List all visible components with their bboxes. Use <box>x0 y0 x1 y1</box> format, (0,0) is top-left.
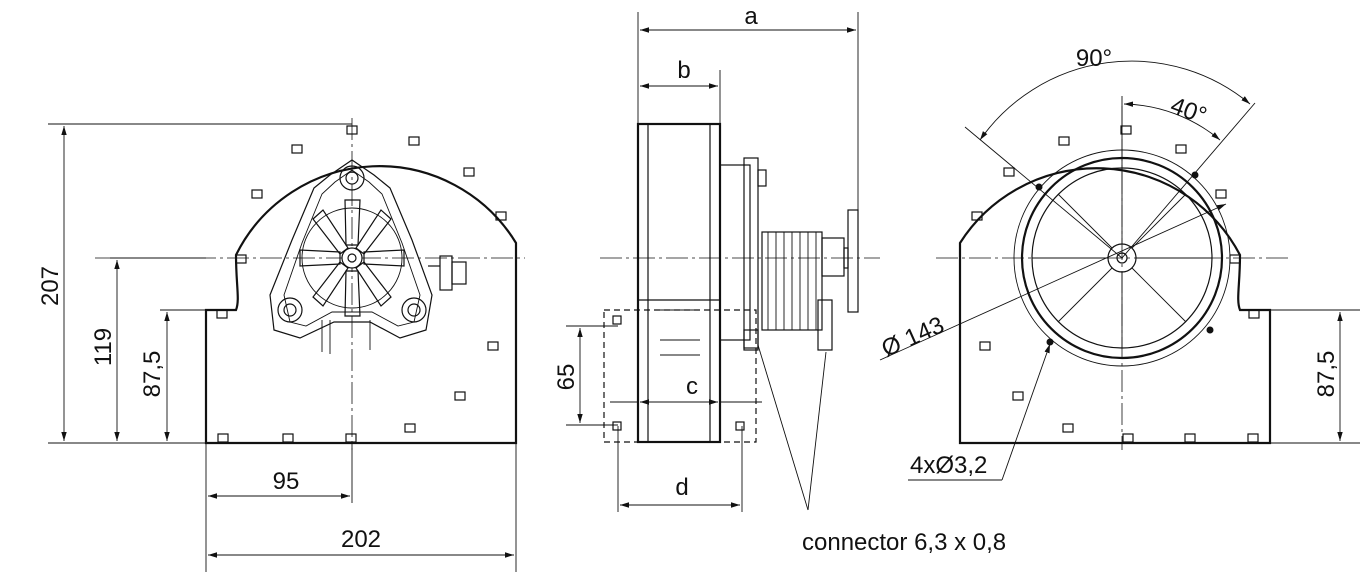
back-mount-holes <box>1035 171 1214 346</box>
front-housing-outline <box>204 165 518 445</box>
side-housing <box>636 122 722 444</box>
front-housing-tabs <box>216 125 507 443</box>
side-view: a b 65 c d connector 6,3 x 0,8 <box>553 3 1006 556</box>
side-rotor-disc <box>847 209 859 313</box>
front-outlet-height-label: 87,5 <box>139 351 166 398</box>
front-wires <box>321 320 371 354</box>
motor-mount-plate-inner <box>283 169 421 327</box>
motor-rotor-blades <box>299 199 405 317</box>
angle-40-label: 40° <box>1167 92 1210 130</box>
front-connector <box>428 255 467 291</box>
back-housing-tabs <box>971 125 1260 443</box>
diameter-leader <box>879 203 1227 361</box>
front-view: 207 119 87,5 95 202 <box>37 118 525 572</box>
side-outlet-dashed <box>603 309 757 443</box>
front-axis-height-label: 119 <box>90 328 117 366</box>
motor-shaft <box>347 253 357 263</box>
diameter-label: Ø 143 <box>878 312 949 363</box>
back-outlet-height-label: 87,5 <box>1313 351 1340 398</box>
connector-label: connector 6,3 x 0,8 <box>802 529 1006 556</box>
back-housing-outline <box>958 167 1272 445</box>
side-motor-plate <box>719 164 751 341</box>
connector-leader-1 <box>757 344 809 511</box>
holes-leader <box>1001 343 1051 481</box>
side-a-label: a <box>744 3 758 30</box>
angle-40-arc <box>1123 101 1221 141</box>
angle-90-arc <box>979 60 1251 141</box>
front-height-label: 207 <box>37 266 64 306</box>
inlet-spokes <box>1032 168 1212 348</box>
front-width-label: 202 <box>341 526 381 553</box>
side-outlet-tabs <box>612 315 745 431</box>
back-view: 90° 40° Ø 143 4xØ3,2 87,5 <box>878 45 1360 481</box>
side-d-label: d <box>675 474 688 501</box>
motor-mount-plate <box>269 159 433 339</box>
connector-leader-2 <box>807 351 827 511</box>
side-b-label: b <box>677 57 690 84</box>
mount-holes <box>277 165 427 323</box>
side-inlet-lines <box>660 309 700 356</box>
motor-shaft-hub <box>341 247 363 269</box>
side-outlet-label: 65 <box>553 364 580 391</box>
angle-90-label: 90° <box>1076 45 1112 72</box>
front-axis-offset-label: 95 <box>273 468 300 495</box>
side-c-label: c <box>686 373 698 400</box>
holes-label: 4xØ3,2 <box>910 452 987 479</box>
